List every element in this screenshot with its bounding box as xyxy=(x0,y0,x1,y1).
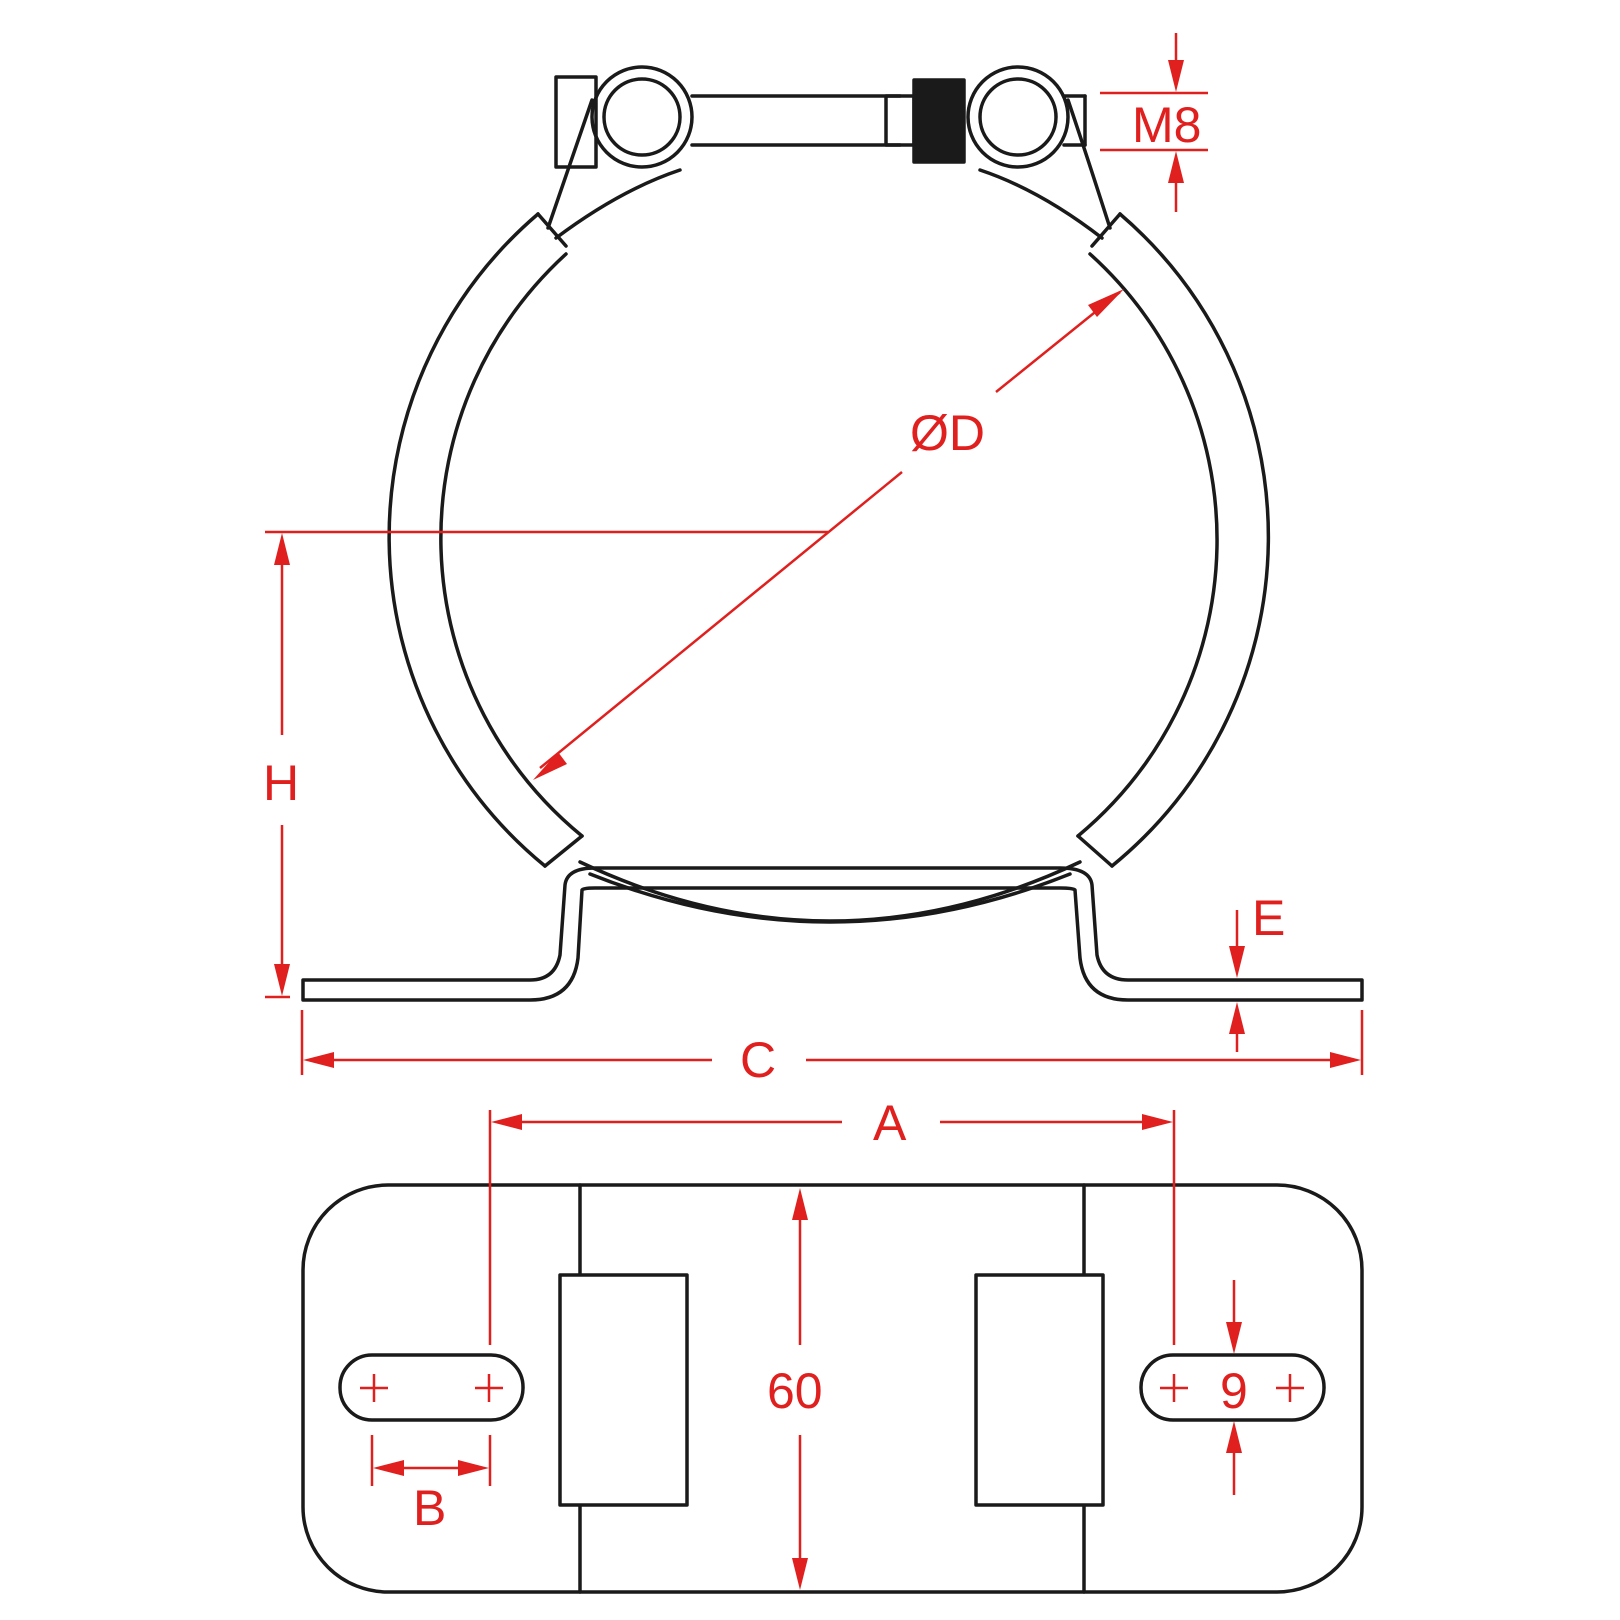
liner-block-left xyxy=(558,1273,689,1507)
diameter-arrow-lower xyxy=(533,752,567,780)
screw-collar xyxy=(884,94,916,147)
liner-end-top-left xyxy=(536,212,568,248)
slot-width-arrow-top xyxy=(1226,1322,1242,1354)
clamp-ring-outer xyxy=(387,212,547,868)
band-strap-left-2 xyxy=(554,168,682,240)
screw-eye-left-inner xyxy=(602,77,682,157)
a-arrow-left xyxy=(491,1114,522,1130)
h-label: H xyxy=(263,755,299,811)
diameter-label: ØD xyxy=(910,405,985,461)
base-plate-profile xyxy=(301,866,1364,1002)
e-arrow-bottom xyxy=(1229,1002,1245,1034)
screw-eye-right-outer xyxy=(966,65,1070,169)
slot-width-arrow-bottom xyxy=(1226,1421,1242,1453)
band-strap-left xyxy=(546,98,594,230)
band-strap-right xyxy=(1066,98,1112,230)
screw-eye-left-outer xyxy=(590,65,694,169)
width-label: 60 xyxy=(767,1363,823,1419)
mounting-slot-left xyxy=(338,1353,525,1422)
diameter-arrow-upper xyxy=(1088,289,1124,317)
liner-block-right xyxy=(974,1273,1105,1507)
m8-arrow-top xyxy=(1168,60,1184,92)
clamp-ring-outer-right xyxy=(1110,212,1271,868)
m8-arrow-bottom xyxy=(1168,151,1184,183)
width-arrow-top xyxy=(792,1188,808,1220)
b-arrow-left xyxy=(373,1460,404,1476)
liner-end-top-right xyxy=(1090,212,1122,248)
slot-center-marks xyxy=(360,1374,1304,1402)
clamp-side-view xyxy=(301,65,1364,1002)
screw-eye-right-inner xyxy=(978,77,1058,157)
band-strap-right-2 xyxy=(978,168,1104,240)
c-arrow-right xyxy=(1330,1052,1361,1068)
knurled-nut xyxy=(912,78,966,164)
m8-label: M8 xyxy=(1132,97,1201,153)
e-label: E xyxy=(1252,890,1285,946)
c-label: C xyxy=(740,1032,776,1088)
b-label: B xyxy=(413,1480,446,1536)
base-plate-top-view xyxy=(301,1183,1364,1594)
a-label: A xyxy=(873,1095,907,1151)
slot-width-label: 9 xyxy=(1220,1363,1248,1419)
liner-end-bottom-left xyxy=(543,834,584,868)
mounting-slot-right xyxy=(1139,1353,1326,1422)
a-arrow-right xyxy=(1142,1114,1173,1130)
h-arrow-bottom xyxy=(274,964,290,996)
c-arrow-left xyxy=(303,1052,334,1068)
band-inner xyxy=(588,872,1072,924)
screw-head xyxy=(554,75,598,169)
b-arrow-right xyxy=(458,1460,489,1476)
width-arrow-bottom xyxy=(792,1558,808,1590)
liner-end-bottom-right xyxy=(1076,834,1114,868)
diameter-line-lower xyxy=(539,471,903,769)
base-plate-outline xyxy=(301,1183,1364,1594)
clamp-ring-inner xyxy=(439,252,584,838)
clamp-ring-inner-right xyxy=(1076,252,1219,838)
dimension-lines: M8 ØD H E C A xyxy=(263,33,1364,1590)
band-outer xyxy=(578,860,1082,923)
e-arrow-top xyxy=(1229,946,1245,978)
h-arrow-top xyxy=(274,533,290,565)
